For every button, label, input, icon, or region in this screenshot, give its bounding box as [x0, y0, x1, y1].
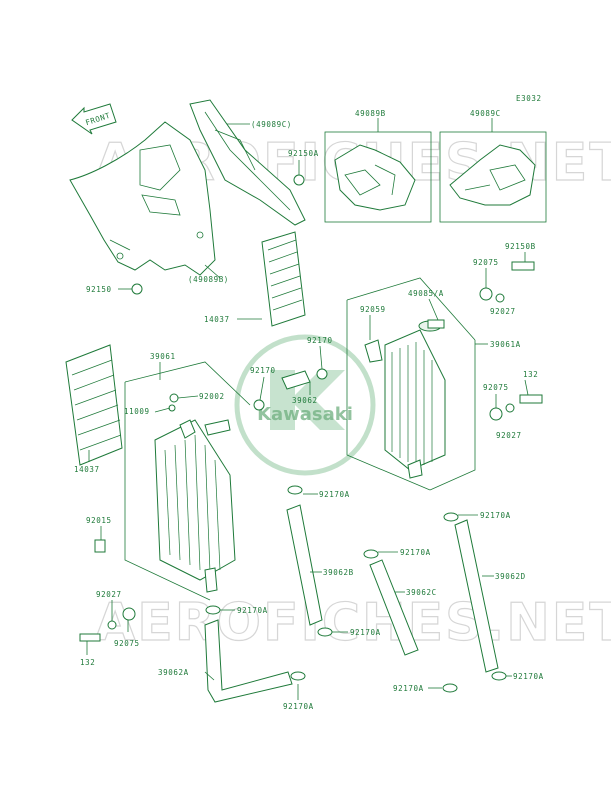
label-92170a-4: 92170A [237, 606, 268, 615]
radiator-guard-left [65, 344, 123, 466]
hoses [204, 370, 499, 703]
radiator-guard-upper [261, 231, 306, 327]
shroud-box-49089c [439, 131, 547, 223]
leader-lines [86, 118, 529, 700]
label-49089b-box: 49089B [355, 109, 386, 118]
label-14037-top: 14037 [204, 315, 230, 324]
label-39062a: 39062A [158, 668, 189, 677]
label-49085a: 49085/A [408, 289, 444, 298]
part-labels: (49089C) 92150A (49089B) 92150 14037 490… [74, 109, 544, 711]
diagram-code: E3032 [516, 94, 542, 103]
label-49089c-paren: (49089C) [251, 120, 292, 129]
label-132-left: 132 [80, 658, 95, 667]
label-92027-top: 92027 [490, 307, 516, 316]
label-92015: 92015 [86, 516, 112, 525]
label-92170a-6: 92170A [283, 702, 314, 711]
label-92027-left: 92027 [96, 590, 122, 599]
watermark-text-bottom: AEROFICHES.NET [95, 593, 611, 653]
radiator-left-assembly [124, 361, 251, 601]
shroud-box-49089b [324, 131, 432, 223]
label-39061a: 39061A [490, 340, 521, 349]
label-132-right: 132 [523, 370, 538, 379]
label-92150b: 92150B [505, 242, 536, 251]
label-39062: 39062 [292, 396, 318, 405]
label-14037-left: 14037 [74, 465, 100, 474]
label-92170a-8: 92170A [513, 672, 544, 681]
label-92170a-1: 92170A [319, 490, 350, 499]
label-39062c: 39062C [406, 588, 437, 597]
label-92075-left: 92075 [114, 639, 140, 648]
label-92170a-7: 92170A [393, 684, 424, 693]
label-92170a-5: 92170A [350, 628, 381, 637]
hardware [79, 174, 543, 693]
label-92170a-2: 92170A [400, 548, 431, 557]
label-39061: 39061 [150, 352, 176, 361]
shroud-inner [189, 99, 306, 226]
label-11009: 11009 [124, 407, 150, 416]
label-39062d: 39062D [495, 572, 526, 581]
label-39062b: 39062B [323, 568, 354, 577]
watermark-logo-text: Kawasaki [257, 404, 353, 425]
label-92059: 92059 [360, 305, 386, 314]
label-92075-right: 92075 [483, 383, 509, 392]
label-92075-top: 92075 [473, 258, 499, 267]
label-92150a: 92150A [288, 149, 319, 158]
label-49089c-box: 49089C [470, 109, 501, 118]
label-92002: 92002 [199, 392, 225, 401]
label-92170a-3: 92170A [480, 511, 511, 520]
label-92027-right: 92027 [496, 431, 522, 440]
front-arrow: FRONT [71, 103, 117, 135]
label-92150: 92150 [86, 285, 112, 294]
label-92170-b: 92170 [250, 366, 276, 375]
label-92170-a: 92170 [307, 336, 333, 345]
label-49089b-paren: (49089B) [188, 275, 229, 284]
radiator-right-assembly [346, 277, 476, 491]
radiator-shroud [69, 121, 216, 276]
